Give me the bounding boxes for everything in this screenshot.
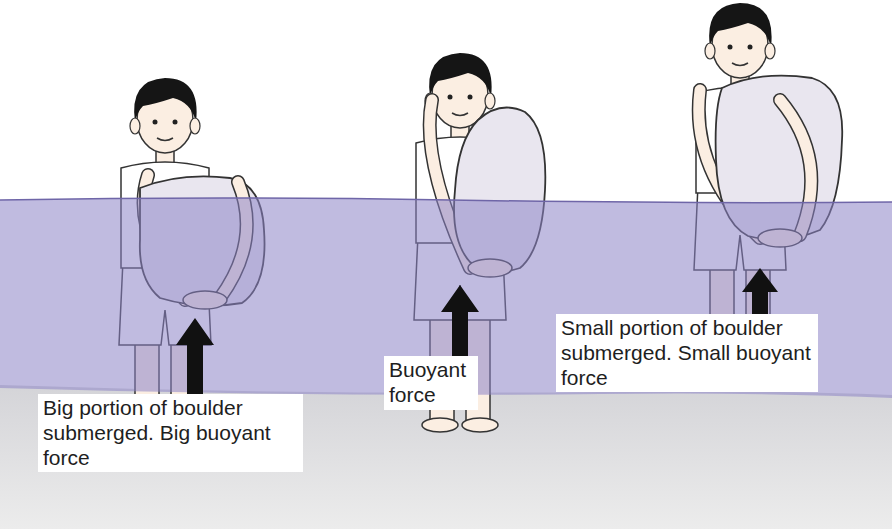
force-arrow [441, 285, 479, 356]
callout-text: Small portion of boulder submerged. Smal… [561, 316, 813, 390]
force-arrow [742, 268, 778, 315]
label-box: Big portion of boulder submerged. Big bu… [38, 394, 303, 472]
label-box: Buoyant force [384, 356, 478, 410]
force-arrow [176, 318, 214, 395]
callout-text: Buoyant force [389, 358, 473, 408]
water-surface [0, 198, 892, 203]
label-box: Small portion of boulder submerged. Smal… [556, 314, 818, 392]
callout-text: Big portion of boulder submerged. Big bu… [43, 396, 298, 470]
